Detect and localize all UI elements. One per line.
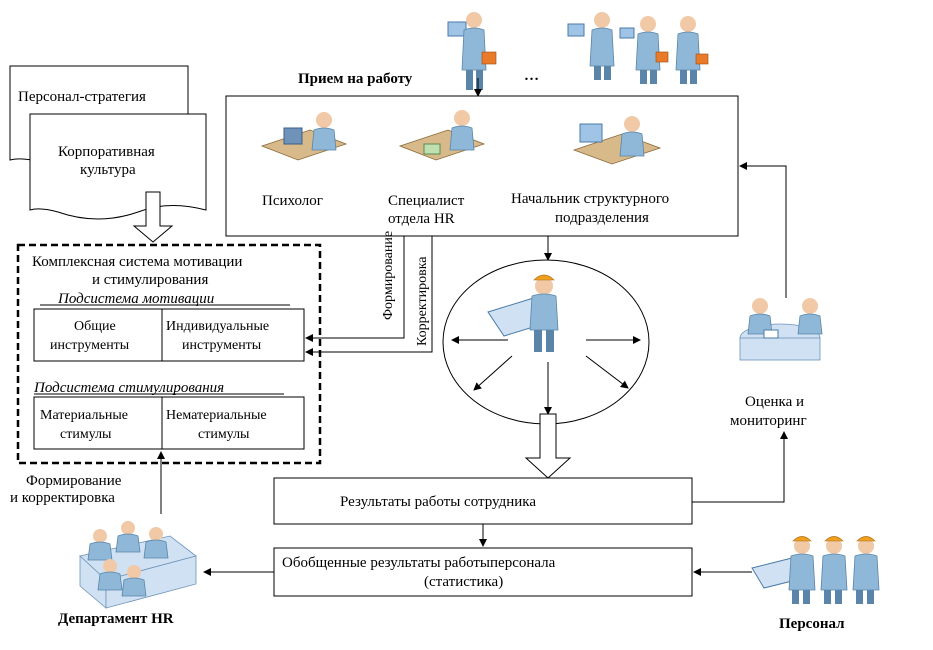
incentives-box [33, 396, 305, 450]
motivation-subsystem-label: Подсистема мотивации [57, 291, 214, 307]
material-incentives-label-2: стимулы [60, 427, 112, 442]
culture-to-system-arrow [132, 191, 174, 243]
formation-vertical-label: Формирование [381, 231, 396, 320]
stimulation-subsystem-label: Подсистема стимулирования [33, 380, 224, 396]
psychologist-at-desk-icon [260, 112, 348, 161]
personnel-label: Персонал [779, 616, 845, 632]
hr-department-meeting-icon [79, 521, 197, 609]
individual-tools-label-1: Индивидуальные [166, 319, 269, 334]
formation-correction-label-2: и корректировка [10, 490, 115, 506]
general-tools-label-2: инструменты [50, 338, 130, 353]
unit-head-label-1: Начальник структурного [511, 191, 669, 207]
motivation-system-title-2: и стимулирования [92, 272, 208, 288]
general-tools-label-1: Общие [74, 319, 116, 334]
ellipsis-label: … [524, 68, 539, 84]
individual-tools-label-2: инструменты [182, 338, 262, 353]
material-incentives-label-1: Материальные [40, 408, 128, 423]
evaluation-meeting-icon [739, 298, 823, 361]
workers-with-blueprints-icon [751, 536, 880, 604]
generalized-results-label-2: (статистика) [424, 574, 503, 590]
team-of-businessmen-icon [567, 12, 709, 84]
corporate-culture-label-2: культура [80, 162, 136, 178]
correction-vertical-label: Корректировка [415, 256, 430, 346]
psychologist-label: Психолог [262, 193, 323, 209]
personnel-strategy-label: Персонал-стратегия [18, 89, 146, 105]
employee-results-label: Результаты работы сотрудника [340, 494, 536, 510]
businessman-with-laptop-icon [447, 12, 497, 90]
evaluation-monitoring-label-1: Оценка и [745, 394, 804, 410]
unit-head-label-2: подразделения [555, 210, 649, 226]
nonmaterial-incentives-label-2: стимулы [198, 427, 250, 442]
strategy-documents: Персонал-стратегия Корпоративная культур… [9, 65, 207, 220]
hiring-label: Прием на работу [298, 71, 413, 87]
formation-correction-label-1: Формирование [26, 473, 122, 489]
roles-box [225, 95, 739, 237]
corporate-culture-label-1: Корпоративная [58, 144, 155, 160]
generalized-results-label-1: Обобщенные результаты работыперсонала [282, 555, 556, 571]
hr-specialist-label-1: Специалист [388, 193, 465, 209]
hr-specialist-at-desk-icon [398, 110, 486, 161]
ellipse-to-results-arrow [524, 413, 572, 479]
motivation-tools-box [33, 308, 305, 362]
evaluation-monitoring-label-2: мониторинг [730, 413, 807, 429]
worker-with-blueprint-icon [487, 274, 559, 352]
nonmaterial-incentives-label-1: Нематериальные [166, 408, 267, 423]
motivation-system-box [16, 243, 322, 465]
motivation-system-title-1: Комплексная система мотивации [32, 254, 242, 270]
hr-specialist-label-2: отдела HR [388, 211, 455, 227]
hr-department-label: Департамент HR [58, 611, 174, 627]
unit-head-at-desk-icon [572, 116, 662, 165]
